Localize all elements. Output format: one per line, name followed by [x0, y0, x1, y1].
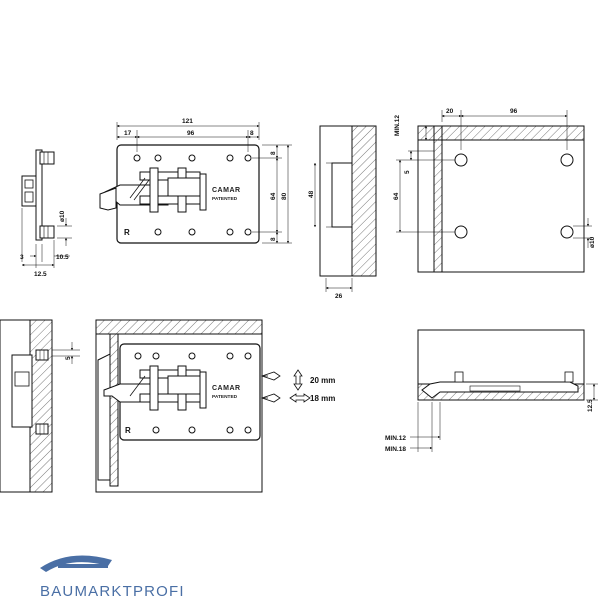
- wall-layout-panel: [417, 125, 585, 273]
- screwdriver-icon-2: [260, 393, 281, 403]
- assembly-side-hatch: [109, 333, 119, 487]
- wall-dim-hole-diameter: ø10: [589, 236, 596, 248]
- wall-layout-view: 20 96 MIN.12 5 64 ø10: [393, 108, 596, 273]
- front-dim-hole-vertical: 64: [270, 192, 277, 200]
- side-screw-bottom: [39, 225, 55, 239]
- assembly-left-wall: [29, 319, 53, 493]
- baumarktprofi-logo: BAUMARKTPROFI: [40, 555, 185, 600]
- section-hanger: [331, 162, 353, 228]
- top-dim-12-5: 12.5: [587, 399, 594, 412]
- section-view: 48 26: [308, 125, 377, 300]
- plate-holes: [133, 154, 252, 236]
- front-dim-height: 80: [281, 192, 288, 200]
- wall-layout-top-hatch: [417, 125, 585, 141]
- assembly-top-hatch: [95, 319, 263, 335]
- front-view: R CAMAR PATENTED 121 17 96 8: [99, 118, 292, 244]
- logo-swoosh-icon: [40, 555, 112, 572]
- wall-layout-side-hatch: [433, 125, 443, 273]
- side-view: ø10 3 10.5 12.5: [20, 149, 72, 278]
- top-view: 12.5 MIN.12 MIN.18: [385, 329, 598, 453]
- top-dim-min-12: MIN.12: [385, 435, 406, 442]
- brand-name: CAMAR: [212, 187, 241, 194]
- section-dim-depth: 26: [335, 293, 343, 300]
- cam-mechanism: [99, 167, 207, 213]
- front-dim-right-top: 8: [270, 151, 277, 155]
- front-dim-right-offset: 8: [250, 130, 254, 137]
- front-dim-right-bottom: 8: [270, 237, 277, 241]
- side-dim-12-5: 12.5: [34, 271, 47, 278]
- side-dim-3: 3: [20, 254, 24, 261]
- assembly-view: 5 R CAMAR PATENTED: [0, 319, 335, 493]
- section-wall: [351, 125, 377, 277]
- top-dim-min-18: MIN.18: [385, 446, 406, 453]
- front-dim-left-offset: 17: [124, 130, 132, 137]
- wall-dim-5: 5: [404, 170, 411, 174]
- front-dim-hole-spacing: 96: [187, 130, 195, 137]
- wall-dim-edge-offset: 20: [446, 108, 454, 115]
- front-dim-total-width: 121: [182, 118, 193, 125]
- adjust-horizontal-label: 18 mm: [310, 394, 335, 403]
- assembly-brand-name: CAMAR: [212, 385, 241, 392]
- vertical-arrow-icon: [293, 369, 303, 391]
- horizontal-arrow-icon: [289, 393, 311, 403]
- assembly-brand-patented: PATENTED: [212, 394, 238, 400]
- side-dim-10-5: 10.5: [56, 254, 69, 261]
- wall-dim-min-12: MIN.12: [394, 115, 401, 136]
- vertical-adjustment: 20 mm: [260, 369, 335, 391]
- assembly-left-hanger: [11, 354, 33, 428]
- wall-dim-64: 64: [393, 192, 400, 200]
- wall-dim-hole-spacing: 96: [510, 108, 518, 115]
- adjust-vertical-label: 20 mm: [310, 376, 335, 385]
- assembly-side-marker: R: [125, 426, 131, 435]
- horizontal-adjustment: 18 mm: [260, 393, 335, 403]
- assembly-cam-mechanism: [97, 353, 207, 481]
- screwdriver-icon: [260, 371, 281, 381]
- brand-patented: PATENTED: [212, 196, 238, 202]
- side-dim-hole-diameter: ø10: [59, 210, 66, 222]
- side-marker: R: [124, 228, 130, 237]
- assembly-plate-holes: [134, 352, 252, 434]
- logo-text: BAUMARKTPROFI: [40, 583, 185, 600]
- assembly-dim-5: 5: [65, 356, 72, 360]
- section-dim-height: 48: [308, 190, 315, 198]
- side-screw-top: [39, 151, 55, 165]
